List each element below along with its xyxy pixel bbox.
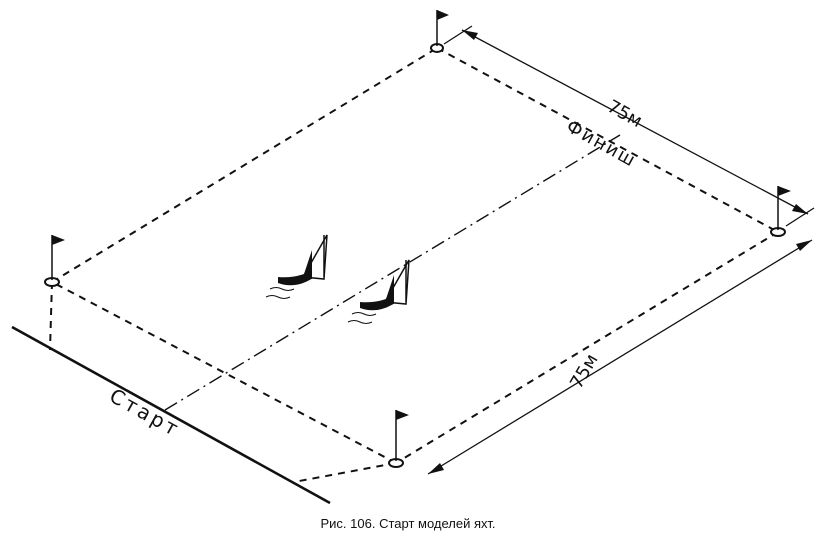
dim-arrow-bottom-end xyxy=(796,240,812,251)
course-boundary-right xyxy=(395,231,779,464)
label-dim-top: 75м xyxy=(604,96,646,132)
label-start: Старт xyxy=(106,383,185,441)
dim-ext-top-b xyxy=(785,207,815,227)
buoy-flag-bottom xyxy=(388,410,409,468)
yacht-model-right xyxy=(347,259,410,324)
shore-connector-left xyxy=(49,281,53,351)
start-shoreline xyxy=(11,325,331,505)
figure-caption: Рис. 106. Старт моделей яхт. xyxy=(321,516,496,531)
yacht-model-left xyxy=(265,234,328,299)
shore-connector-right xyxy=(293,462,397,483)
dim-arrow-top-start xyxy=(462,30,478,40)
dim-arrow-top-end xyxy=(792,204,808,214)
dim-line-top xyxy=(461,29,809,215)
dim-ext-top-a xyxy=(443,25,473,45)
buoy-flag-right xyxy=(770,186,791,237)
course-centerline xyxy=(164,134,621,411)
dim-line-bottom xyxy=(427,239,813,475)
course-boundary-left xyxy=(51,47,438,283)
course-boundary-bottom xyxy=(51,281,397,464)
dim-arrow-bottom-start xyxy=(428,463,444,474)
buoy-flag-top xyxy=(430,10,449,53)
buoy-flag-left xyxy=(44,235,65,287)
